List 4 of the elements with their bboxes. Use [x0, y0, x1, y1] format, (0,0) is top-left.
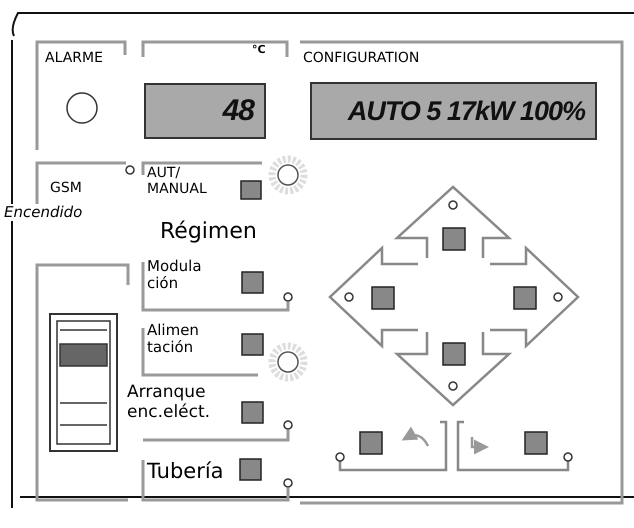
section-heading: Régimen	[160, 219, 257, 244]
switch-label: Encendido	[4, 204, 82, 222]
status-display: AUTO 5 17kW 100%	[310, 82, 597, 140]
temperature-display: 48	[144, 83, 266, 139]
